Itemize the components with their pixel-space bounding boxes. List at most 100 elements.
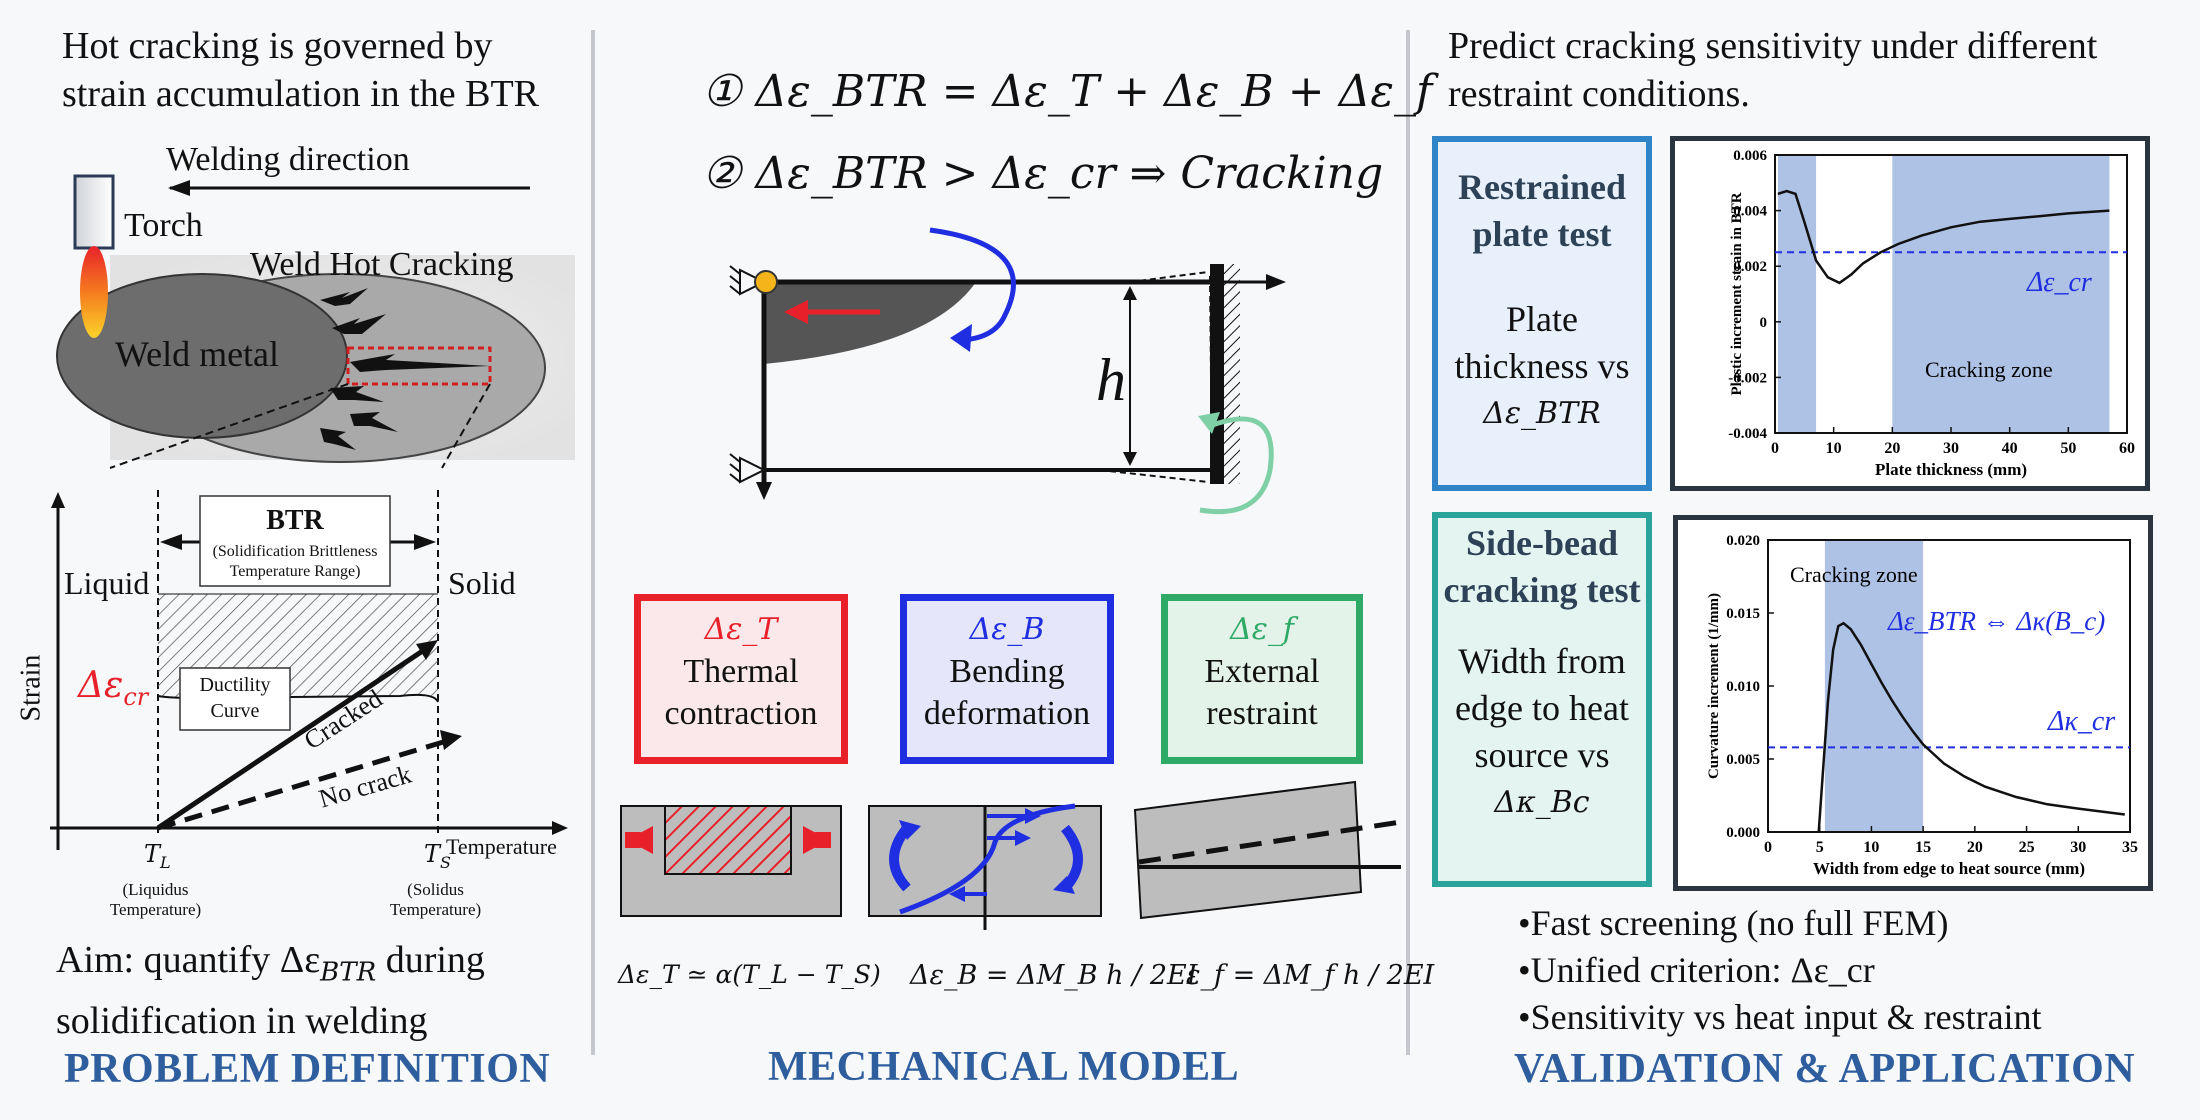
btr-subtitle: (Solidification Brittleness Temperature …	[212, 543, 378, 580]
validation-intro: Predict cracking sensitivity under diffe…	[1448, 25, 2098, 115]
weld-illustration	[56, 174, 575, 469]
y-tick-label-3: 0.002	[1733, 259, 1767, 275]
divider-right	[1406, 30, 1410, 1055]
bullet-3: •Sensitivity vs heat input & restraint	[1518, 997, 2042, 1037]
y-tick-label-4: 0.020	[1726, 533, 1760, 549]
test2-title: Side-bead cracking test	[1443, 523, 1641, 610]
x-tick-label-1: 5	[1816, 839, 1824, 856]
aim-text: Aim: quantify ΔεBTR during solidificatio…	[56, 936, 576, 1045]
model-footer: MECHANICAL MODEL	[768, 1044, 1240, 1090]
y-tick-label-3: 0.015	[1726, 606, 1760, 622]
aim-rest: during solidification in welding	[56, 939, 485, 1042]
thermal-symbol: Δε_T	[704, 612, 778, 647]
problem-intro: Hot cracking is governed by strain accum…	[62, 25, 540, 115]
test2-sym: Δκ_Bc	[1494, 785, 1590, 820]
bullet-2: •Unified criterion: Δε_cr	[1518, 950, 1875, 990]
y-tick-label-0: -0.004	[1728, 426, 1767, 442]
series-line-0	[1817, 621, 2125, 833]
x-tick-label-4: 40	[2002, 440, 2018, 457]
cracking-zone-label: Cracking zone	[1925, 357, 2053, 382]
x-axis-label: Width from edge to heat source (mm)	[1813, 859, 2085, 878]
torch-icon	[73, 174, 115, 250]
crack-icons	[320, 288, 490, 450]
eps-cr-label: Δεcr	[78, 665, 148, 711]
series-line-0	[1777, 189, 2110, 285]
thermal-contraction-box: Δε_T Thermal contraction	[634, 594, 848, 764]
test1-desc: Plate thickness vs	[1454, 299, 1630, 386]
bending-symbol: Δε_B	[969, 612, 1045, 647]
tl-sub: L	[160, 852, 171, 872]
y-axis-label: Curvature increment (1/mm)	[1706, 593, 1722, 779]
strain-axis-label: Strain	[15, 654, 47, 722]
liquid-label: Liquid	[64, 565, 150, 601]
welding-direction-label: Welding direction	[166, 141, 410, 178]
flame-icon	[80, 246, 108, 338]
cracking-zone-label: Cracking zone	[1790, 562, 1918, 587]
y-axis-label: Plastic increment strain in BTR	[1729, 192, 1745, 395]
formula-bending: Δε_B = ΔM_B h / 2EI	[910, 960, 1198, 991]
x-tick-label-0: 0	[1771, 440, 1779, 457]
ts-symbol: T	[424, 840, 441, 868]
eps-cr-symbol: Δε	[78, 665, 124, 706]
restraint-symbol: Δε_f	[1230, 612, 1294, 647]
crack-zoom-box	[346, 346, 492, 386]
x-tick-label-3: 30	[1943, 440, 1959, 457]
x-tick-label-2: 10	[1863, 839, 1879, 856]
beam-model	[729, 227, 1286, 515]
x-tick-label-1: 10	[1826, 440, 1842, 457]
x-tick-label-6: 60	[2119, 440, 2135, 457]
bullet-1: •Fast screening (no full FEM)	[1518, 903, 1949, 943]
ductility-curve-label: Ductility Curve	[199, 674, 271, 722]
weld-metal-pool	[56, 273, 348, 439]
test1-sym: Δε_BTR	[1483, 396, 1601, 431]
y-tick-label-4: 0.004	[1733, 204, 1767, 220]
restrained-plate-test-box: Restrained plate test Plate thickness vs…	[1432, 136, 1652, 491]
equation-2: ② Δε_BTR > Δε_cr ⇒ Cracking	[702, 148, 1384, 199]
restraint-moment-arrow	[1199, 416, 1274, 515]
aim-sub: BTR	[320, 957, 377, 988]
side-bead-test-box: Side-bead cracking test Width from edge …	[1432, 512, 1652, 887]
h-label: h	[1096, 347, 1126, 413]
test1-title: Restrained plate test	[1458, 167, 1626, 254]
tl-label: TL	[144, 840, 171, 872]
threshold-label: Δε_cr	[2026, 267, 2092, 298]
x-tick-label-7: 35	[2122, 839, 2138, 856]
formula-thermal: Δε_T ≃ α(T_L − T_S)	[618, 960, 881, 989]
formula-restraint: ε_f = ΔM_f h / 2EI	[1186, 960, 1435, 991]
torch-label: Torch	[124, 207, 203, 244]
solid-label: Solid	[448, 565, 516, 601]
stress-block	[764, 282, 976, 364]
bullet-list: •Fast screening (no full FEM) •Unified c…	[1518, 900, 2042, 1041]
equation-1: ① Δε_BTR = Δε_T + Δε_B + Δε_f	[702, 66, 1433, 117]
mechanism-sketches	[620, 780, 1402, 930]
weld-hot-cracking-label: Weld Hot Cracking	[250, 246, 514, 283]
external-restraint-box: Δε_f External restraint	[1161, 594, 1363, 764]
solidus-label: (Solidus Temperature)	[389, 880, 482, 919]
ts-sub: S	[440, 852, 451, 872]
pin-joint	[754, 270, 778, 294]
problem-footer: PROBLEM DEFINITION	[64, 1046, 551, 1092]
cracked-arrow	[156, 643, 432, 831]
test2-desc: Width from edge to heat source vs	[1455, 641, 1629, 775]
bending-deformation-box: Δε_B Bending deformation	[900, 594, 1114, 764]
x-tick-label-0: 0	[1764, 839, 1772, 856]
no-crack-arrow	[157, 737, 451, 831]
x-tick-label-2: 20	[1884, 440, 1900, 457]
eps-cr-sub: cr	[123, 683, 149, 712]
x-tick-label-3: 15	[1915, 839, 1931, 856]
equivalence-annotation: Δε_BTR ⇔ Δκ(B_c)	[1887, 606, 2105, 636]
btr-title: BTR	[266, 505, 324, 536]
y-tick-label-5: 0.006	[1733, 148, 1767, 164]
temperature-axis-label: Temperature	[446, 834, 557, 859]
x-tick-label-4: 20	[1967, 839, 1983, 856]
weld-metal-label: Weld metal	[115, 334, 280, 374]
y-tick-label-1: 0.005	[1726, 752, 1760, 768]
x-tick-label-6: 30	[2070, 839, 2086, 856]
y-tick-label-2: 0.010	[1726, 679, 1760, 695]
x-tick-label-5: 50	[2060, 440, 2076, 457]
liquidus-label: (Liquidus Temperature)	[109, 880, 202, 919]
